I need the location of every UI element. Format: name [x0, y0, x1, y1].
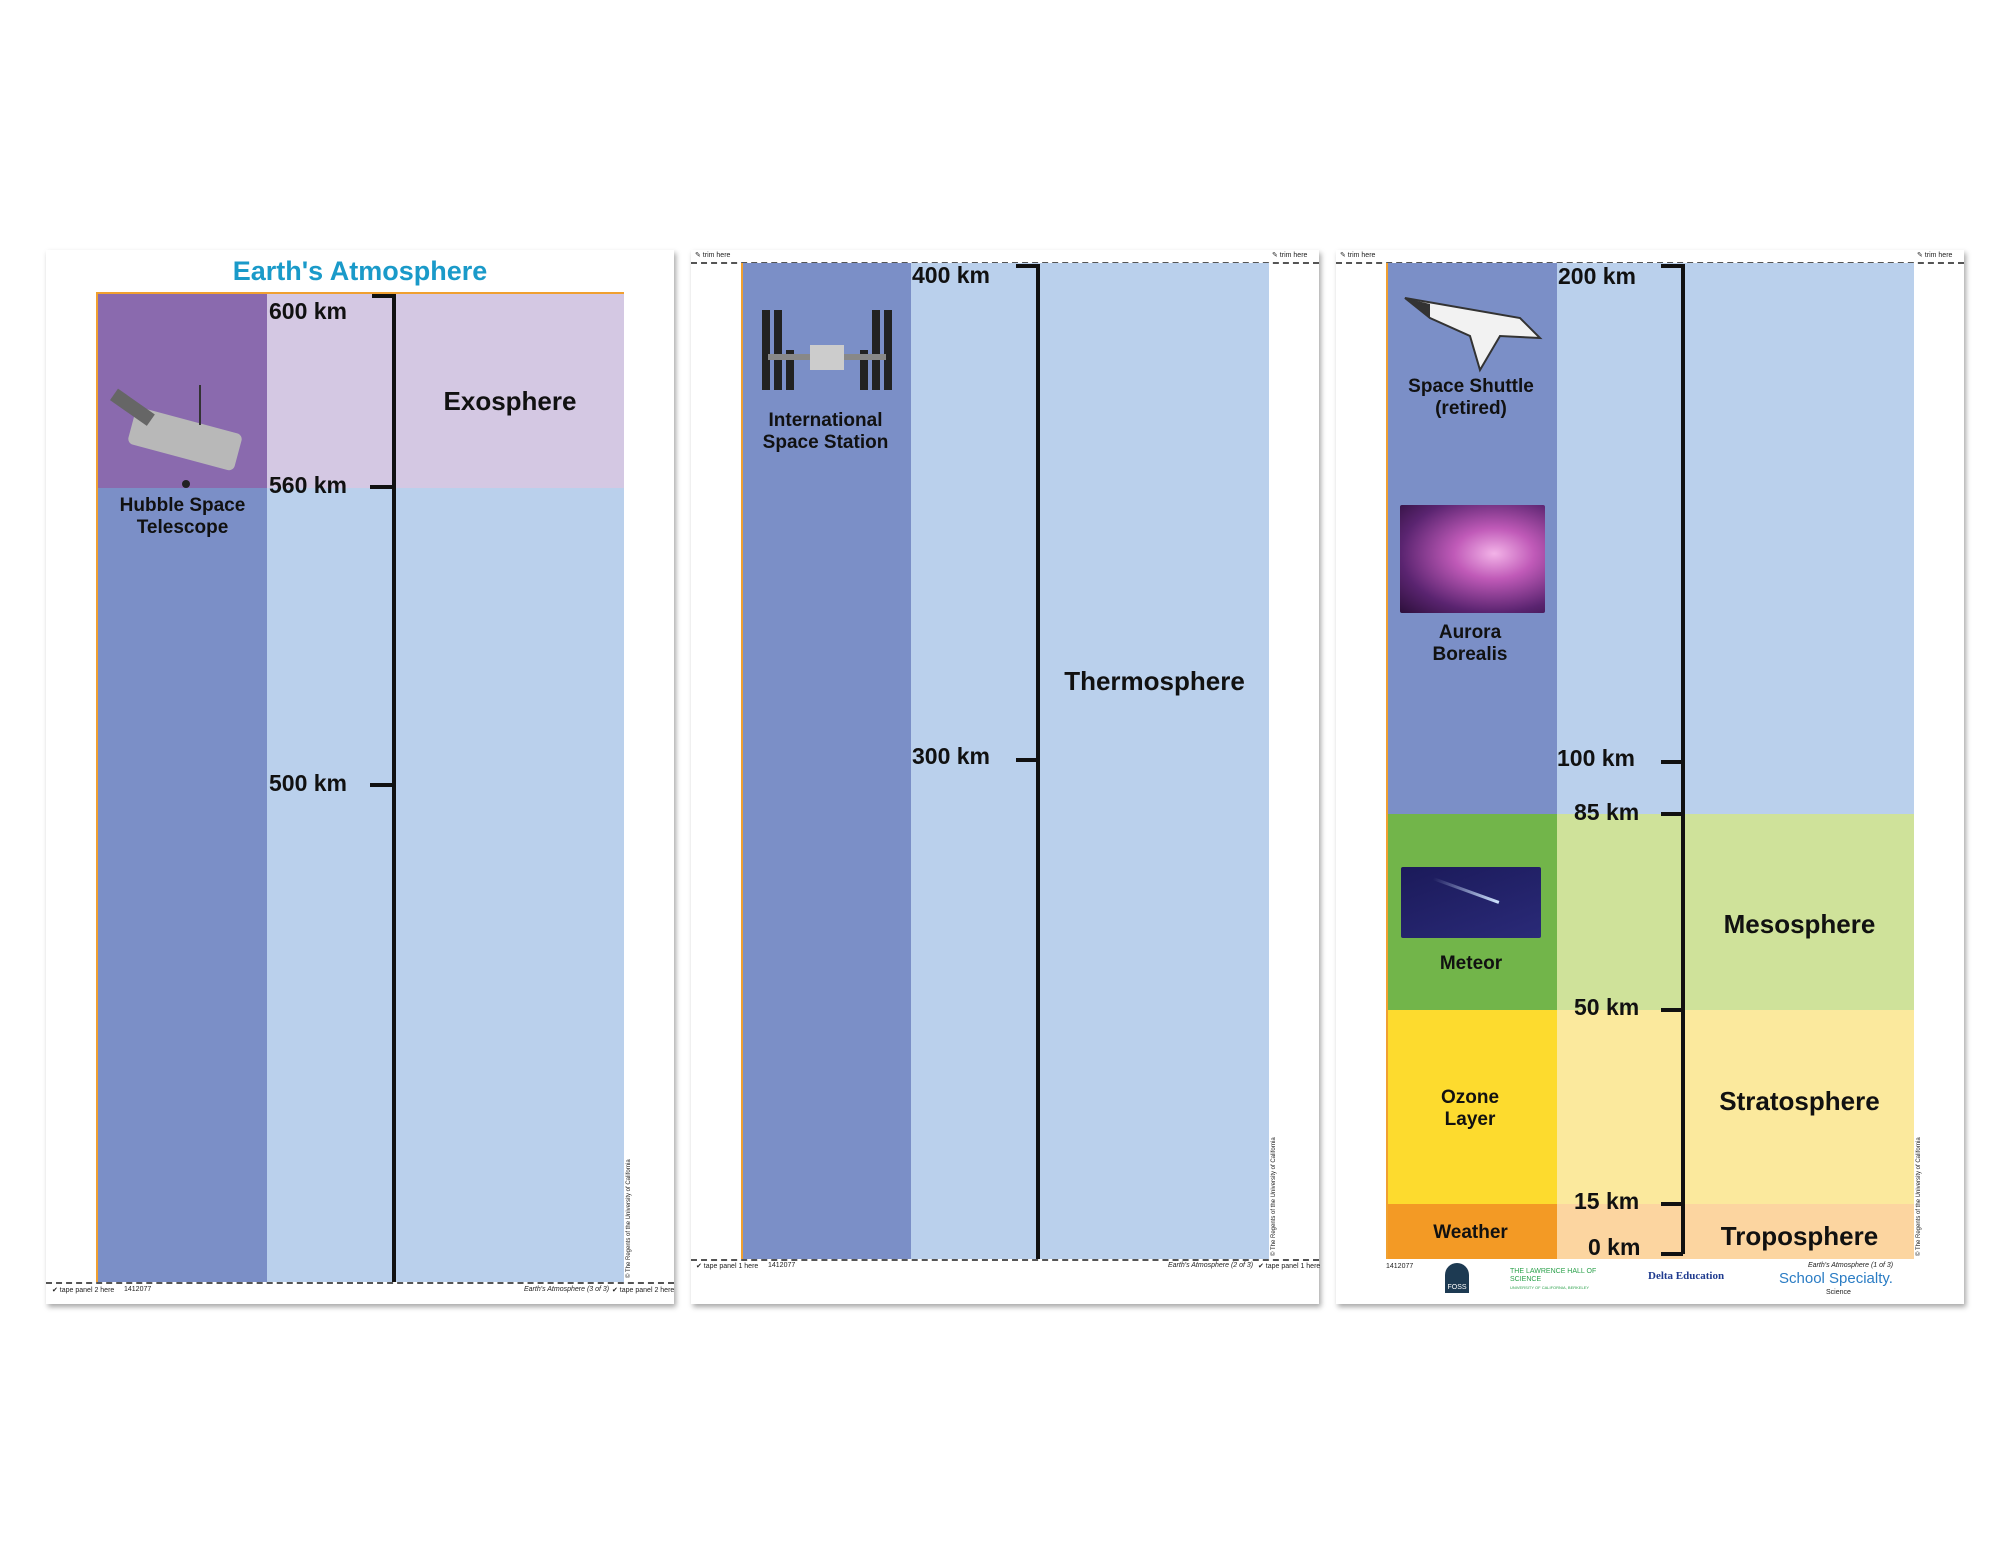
panel-2-scale: [741, 263, 1269, 1259]
trim-note: ✎ trim here: [1917, 252, 1953, 259]
layer-thermosphere: Thermosphere: [1064, 666, 1245, 696]
tick-label: 400 km: [912, 262, 991, 288]
product-code: 1412077: [768, 1262, 796, 1269]
layer-exosphere: Exosphere: [443, 386, 577, 416]
trim-note: ✎ trim here: [1340, 252, 1376, 259]
page-label: Earth's Atmosphere (2 of 3): [1168, 1262, 1254, 1269]
chart-title: Earth's Atmosphere: [232, 256, 488, 286]
altitude-axis: [392, 294, 396, 1282]
layer-stratosphere: Stratosphere: [1719, 1086, 1880, 1116]
tape-note: ✔ tape panel 2 here: [52, 1287, 115, 1294]
panel-3-scale: [1386, 263, 1914, 1259]
product-code: 1412077: [1386, 1263, 1414, 1270]
object-label-ozone: Ozone Layer: [1440, 1087, 1500, 1130]
tick-label: 0 km: [1588, 1234, 1641, 1260]
page-label: Earth's Atmosphere (3 of 3): [524, 1286, 610, 1293]
space-shuttle-image: [1404, 297, 1543, 373]
school-specialty-sub: Science: [1826, 1289, 1851, 1296]
meteor-image: [1401, 867, 1541, 938]
layer-troposphere: Troposphere: [1720, 1221, 1879, 1251]
page-label: Earth's Atmosphere (1 of 3): [1808, 1262, 1894, 1269]
tick-label: 15 km: [1574, 1188, 1640, 1214]
aurora-image: [1400, 505, 1545, 613]
layer-mesosphere: Mesosphere: [1723, 909, 1876, 939]
object-label-space-shuttle: Space Shuttle (retired): [1408, 376, 1534, 419]
school-specialty-logo: School Specialty.: [1779, 1270, 1893, 1287]
copyright: © The Regents of the University of Calif…: [1271, 1137, 1277, 1256]
tick-label: 500 km: [269, 770, 348, 796]
hubble-telescope-image: [110, 385, 242, 488]
altitude-axis: [1036, 264, 1040, 1259]
object-label-weather: Weather: [1433, 1222, 1508, 1243]
trim-note: ✎ trim here: [695, 252, 731, 259]
copyright: © The Regents of the University of Calif…: [626, 1159, 632, 1278]
object-label-hubble: Hubble Space Telescope: [119, 495, 246, 538]
delta-education-logo: Delta Education: [1648, 1270, 1725, 1282]
panel-1-scale: [96, 292, 624, 1282]
tick-label: 85 km: [1574, 799, 1640, 825]
tape-note: ✔ tape panel 1 here: [696, 1263, 759, 1270]
altitude-axis: [1681, 264, 1685, 1254]
tick-label: 100 km: [1557, 745, 1636, 771]
object-label-iss: International Space Station: [762, 410, 889, 453]
copyright: © The Regents of the University of Calif…: [1916, 1137, 1922, 1256]
lhs-logo-sub: UNIVERSITY OF CALIFORNIA, BERKELEY: [1510, 1285, 1590, 1290]
tape-note: ✔ tape panel 2 here: [612, 1287, 675, 1294]
tick-label: 50 km: [1574, 994, 1640, 1020]
tick-label: 600 km: [269, 298, 348, 324]
object-label-aurora: Aurora Borealis: [1432, 622, 1508, 665]
object-label-meteor: Meteor: [1439, 953, 1503, 974]
trim-note: ✎ trim here: [1272, 252, 1308, 259]
iss-image: [762, 310, 892, 390]
foss-logo: FOSS: [1445, 1263, 1469, 1293]
lawrence-hall-logo: THE LAWRENCE HALL OF SCIENCE UNIVERSITY …: [1510, 1268, 1610, 1292]
tick-label: 560 km: [269, 472, 348, 498]
tick-label: 300 km: [912, 743, 991, 769]
lhs-logo-text: THE LAWRENCE HALL OF SCIENCE: [1510, 1268, 1597, 1283]
product-code: 1412077: [124, 1286, 152, 1293]
tape-note: ✔ tape panel 1 here: [1258, 1263, 1321, 1270]
tick-label: 200 km: [1558, 263, 1637, 289]
